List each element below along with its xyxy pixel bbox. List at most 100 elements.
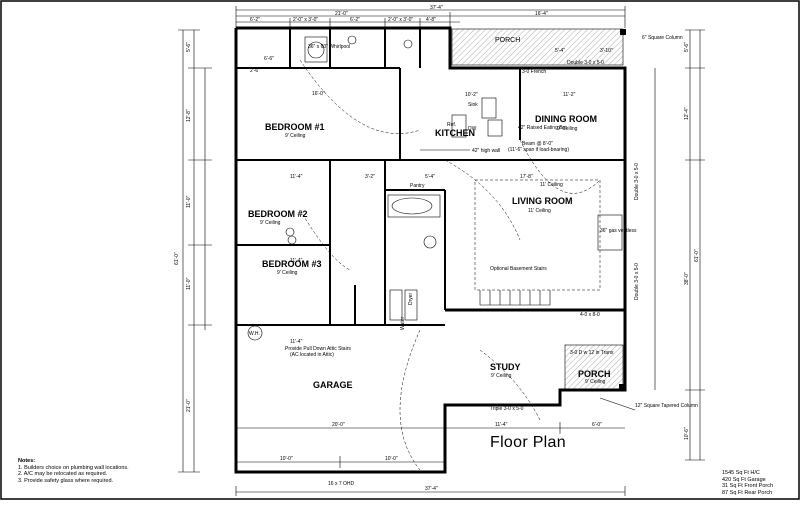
dim-right-total: 61'-0" bbox=[694, 249, 700, 262]
dim-br3-width: 11'-4" bbox=[290, 258, 303, 264]
top-dimensions: 37'-4" 21'-0" 16'-4" 6'-2" 2'-0" x 3'-0"… bbox=[235, 5, 626, 28]
room-labels: PORCH DINING ROOM 9' Ceiling KITCHEN BED… bbox=[248, 37, 611, 390]
dim-top-right: 16'-4" bbox=[535, 11, 548, 17]
note-item-3: 3. Provide safety glass where required. bbox=[18, 477, 114, 484]
note-transom: 3-0 D w 12 in Trans bbox=[570, 350, 614, 356]
note-tapered-column: 12" Square Tapered Column bbox=[635, 403, 698, 409]
dim-garage-top: 11'-4" bbox=[290, 339, 303, 345]
label-garage: GARAGE bbox=[313, 380, 353, 390]
dim-top-d: 2'-0" x 3'-0" bbox=[388, 17, 413, 23]
fireplace bbox=[597, 214, 623, 251]
note-item-1: 1. Builders choice on plumbing wall loca… bbox=[18, 464, 129, 471]
sink-icon bbox=[347, 35, 357, 45]
bottom-dimensions: 37'-4" 10'-0" 10'-0" 20'-0" 11'-4" 6'-0" bbox=[235, 422, 626, 496]
dim-bottom-b: 10'-0" bbox=[385, 456, 398, 462]
dim-top-a: 6'-2" bbox=[250, 17, 260, 23]
dim-top-b: 2'-0" x 3'-0" bbox=[293, 17, 318, 23]
area-rear-porch: 87 Sq Ft Rear Porch bbox=[722, 489, 773, 496]
label-bedroom-3: BEDROOM #3 bbox=[262, 259, 322, 269]
label-porch-bottom: PORCH bbox=[578, 369, 611, 379]
note-ceiling-11: 11' Ceiling bbox=[540, 182, 563, 188]
note-triple-window: Triple 3-0 x 5-0 bbox=[490, 406, 524, 412]
dim-left-total: 61'-0" bbox=[174, 252, 180, 265]
note-ref: Ref. bbox=[447, 122, 456, 128]
dim-left-c: 11'-0" bbox=[186, 195, 192, 208]
note-french-door: 3-0 French bbox=[522, 69, 546, 75]
dim-dining-width: 11'-2" bbox=[563, 92, 576, 98]
annotations: 6" Square Column Double 3-0 x 5-0 3-0 Fr… bbox=[285, 35, 698, 487]
label-bedroom-2-ceiling: 9' Ceiling bbox=[260, 220, 281, 226]
dim-left-e: 21'-0" bbox=[186, 399, 192, 412]
stairs-and-dashes bbox=[299, 59, 636, 471]
water-heater bbox=[247, 325, 263, 341]
notes-heading: Notes: bbox=[18, 458, 36, 464]
dim-left-b: 12'-8" bbox=[186, 109, 192, 122]
dim-right-d: 10'-6" bbox=[684, 427, 690, 440]
dim-br1-width: 16'-0" bbox=[312, 91, 325, 97]
dim-porch-b: 3'-10" bbox=[600, 48, 613, 54]
note-square-column: 6" Square Column bbox=[642, 35, 683, 41]
area-front-porch: 31 Sq Ft Front Porch bbox=[722, 483, 774, 489]
note-beam: Beam @ 8'-0" bbox=[522, 141, 553, 147]
dim-top-left: 21'-0" bbox=[335, 11, 348, 17]
area-garage: 420 Sq Ft Garage bbox=[722, 476, 766, 483]
whirlpool-tub bbox=[304, 36, 328, 63]
label-bedroom-3-ceiling: 9' Ceiling bbox=[277, 270, 298, 276]
note-sink: Sink bbox=[468, 102, 478, 108]
dim-right-a: 5'-6" bbox=[684, 42, 690, 52]
note-double-side-2: Double 3-0 x 5-0 bbox=[634, 263, 640, 300]
square-column-top bbox=[620, 29, 626, 35]
label-dryer: Dryer bbox=[408, 292, 414, 305]
tapered-column bbox=[619, 384, 625, 390]
note-optional-stairs: Optional Basement Stairs bbox=[490, 266, 547, 272]
label-water: Water bbox=[400, 317, 406, 330]
dim-left-d: 11'-0" bbox=[186, 277, 192, 290]
label-bedroom-2: BEDROOM #2 bbox=[248, 209, 308, 219]
notes-block: Notes: 1. Builders choice on plumbing wa… bbox=[18, 458, 129, 484]
label-kitchen: KITCHEN bbox=[435, 128, 475, 138]
plan-title: Floor Plan bbox=[490, 434, 566, 451]
label-study: STUDY bbox=[490, 362, 521, 372]
area-heated: 1545 Sq Ft H/C bbox=[722, 470, 760, 476]
note-item-2: 2. A/C may be relocated as required. bbox=[18, 471, 108, 477]
dishwasher bbox=[487, 119, 503, 137]
dim-left-a: 5'-6" bbox=[186, 42, 192, 52]
fixtures bbox=[247, 35, 623, 341]
dim-misc-3: 3'-2" bbox=[365, 174, 375, 180]
note-garage-door: 16 x 7 OHD bbox=[328, 481, 355, 487]
dim-living-width: 17'-8" bbox=[520, 174, 533, 180]
note-double-door-top: Double 3-0 x 5-0 bbox=[567, 60, 604, 66]
exterior-walls bbox=[234, 26, 627, 474]
label-water-heater: W.H. bbox=[249, 331, 260, 337]
area-summary: 1545 Sq Ft H/C 420 Sq Ft Garage 31 Sq Ft… bbox=[722, 470, 773, 496]
dim-top-c: 6'-2" bbox=[350, 17, 360, 23]
dim-misc-2: 6'-6" bbox=[264, 56, 274, 62]
note-whirlpool: 36" x 60" Whirlpool bbox=[308, 44, 350, 50]
label-porch-bottom-ceiling: 9' Ceiling bbox=[585, 379, 606, 385]
dim-garage-width: 20'-0" bbox=[332, 422, 345, 428]
washer-unit bbox=[389, 289, 403, 321]
dim-right-b: 12'-4" bbox=[684, 107, 690, 120]
note-ac-attic: (AC located in Attic) bbox=[290, 352, 334, 358]
dim-study-right: 6'-0" bbox=[592, 422, 602, 428]
dim-misc-1: 2'-6" bbox=[250, 68, 260, 74]
refrigerator bbox=[451, 114, 467, 138]
toilet-icon bbox=[403, 39, 413, 49]
note-gas-ventless: 36" gas ventless bbox=[600, 228, 637, 234]
interior-walls bbox=[236, 28, 625, 326]
dim-kitchen-width: 10'-2" bbox=[465, 92, 478, 98]
porch-top-slab bbox=[451, 28, 624, 66]
interior-dimensions: 16'-0" 11'-4" 11'-4" 11'-2" 17'-8" 11'-4… bbox=[250, 48, 613, 345]
label-bedroom-1-ceiling: 9' Ceiling bbox=[285, 133, 306, 139]
label-study-ceiling: 9' Ceiling bbox=[491, 373, 512, 379]
dryer-unit bbox=[404, 289, 418, 321]
porch-bottom-slab bbox=[564, 344, 624, 390]
dim-pantry: 5'-4" bbox=[425, 174, 435, 180]
note-square-column-1: 6" Square Column bbox=[642, 35, 683, 41]
dim-bottom-a: 10'-0" bbox=[280, 456, 293, 462]
dim-porch-a: 5'-4" bbox=[555, 48, 565, 54]
label-dining-room: DINING ROOM bbox=[535, 114, 597, 124]
right-dimensions: 61'-0" 5'-6" 12'-4" 38'-0" 10'-6" bbox=[654, 29, 705, 461]
